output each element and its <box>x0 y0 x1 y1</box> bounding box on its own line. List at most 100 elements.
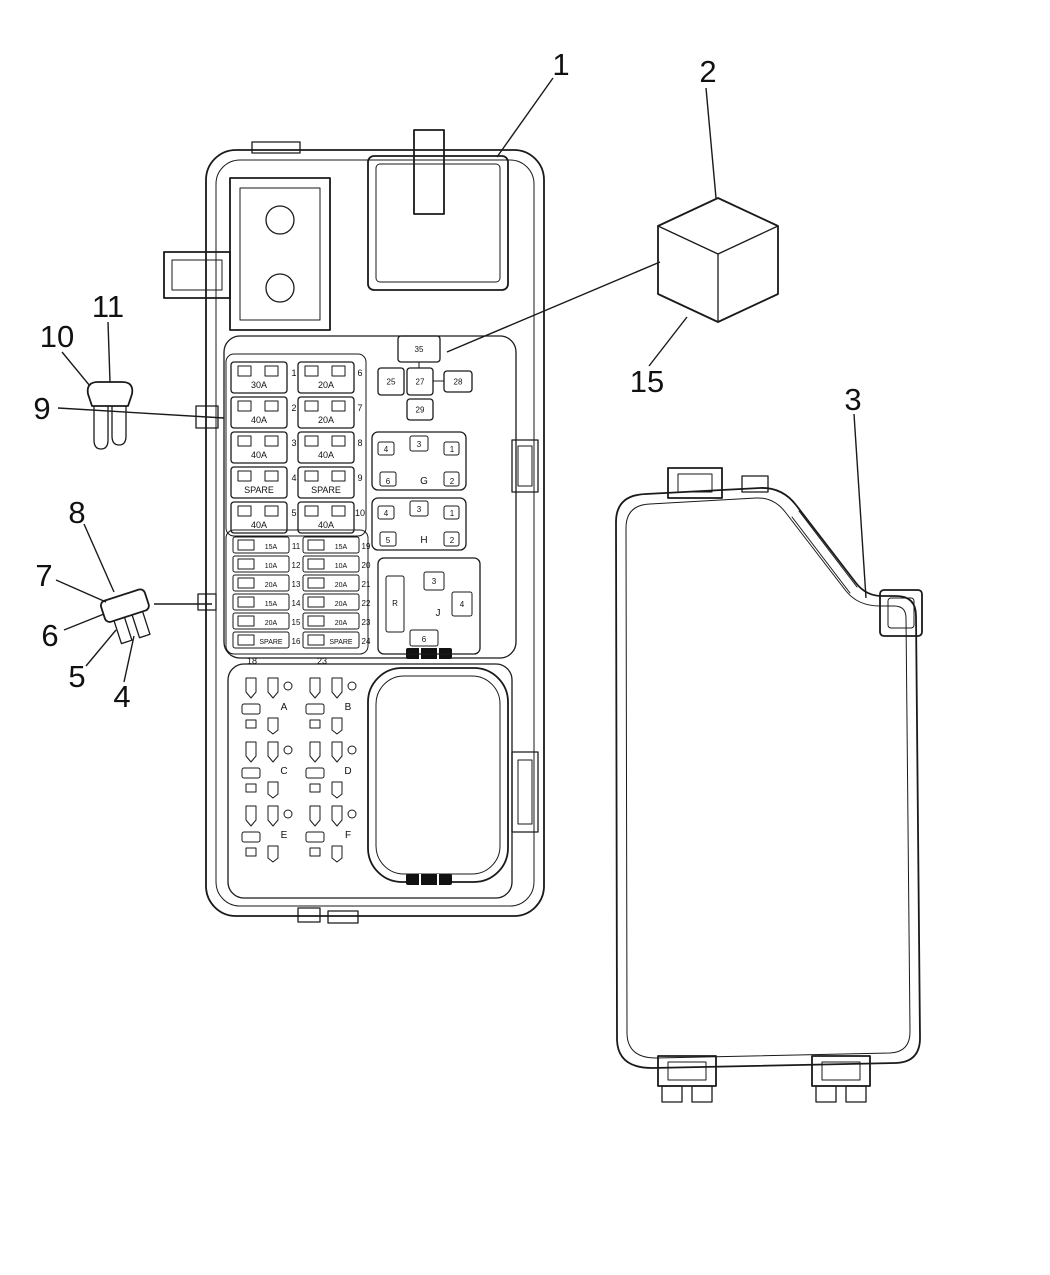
fuse-pin <box>304 435 319 447</box>
jcase-fuse <box>297 431 355 464</box>
fuse-position-label: 15 <box>292 618 301 627</box>
cover <box>615 467 923 1103</box>
fuse-box <box>163 129 545 924</box>
mini-fuse-slot <box>302 612 360 630</box>
socket-letter: F <box>345 830 351 841</box>
relay-pin <box>443 441 460 456</box>
side-connector <box>511 751 539 833</box>
mini-fuse-part <box>100 588 151 645</box>
relay-pin <box>443 505 460 520</box>
fuse-position-label: 8 <box>357 438 362 448</box>
fuse-pin <box>304 505 319 517</box>
fuse-pin <box>331 435 346 447</box>
relay-pin <box>443 531 460 547</box>
fuse-pin <box>307 539 325 551</box>
fuse-position-label: 3 <box>291 438 296 448</box>
relay-pin-label: 4 <box>460 600 465 609</box>
relay-pin-label: 3 <box>417 505 422 514</box>
relay-pin <box>379 471 397 487</box>
relay-pin <box>409 629 439 647</box>
leader-line-10 <box>61 351 91 387</box>
clip-leg <box>93 405 109 450</box>
callout-label-11: 11 <box>92 289 124 324</box>
leader-line-relay-to-box <box>446 261 661 353</box>
jcase-fuse <box>230 501 288 534</box>
fuse-pin <box>237 558 255 570</box>
jcase-fuse <box>297 361 355 394</box>
callout-label-10: 10 <box>40 319 74 354</box>
connector-hole <box>265 205 295 235</box>
relay-block <box>371 497 467 551</box>
leader-line-11 <box>107 321 111 383</box>
fuse-amp-label: 40A <box>251 520 267 530</box>
cover-hook <box>811 1055 871 1103</box>
relay-cube <box>657 197 779 323</box>
fuse-pin <box>331 365 346 377</box>
cover-top-tab-inner <box>677 473 713 493</box>
cover-top-tab-small <box>741 475 769 493</box>
callout-label-15: 15 <box>630 364 664 399</box>
fuse-amp-label: 30A <box>251 380 267 390</box>
relay-pin-label: R <box>392 599 398 608</box>
side-connector-inner <box>517 445 533 487</box>
relay-cavity-label: 27 <box>416 378 425 387</box>
fuse-position-label: 11 <box>292 542 301 551</box>
relay-block-letter: G <box>420 476 428 487</box>
relay-cavity-label: 29 <box>416 406 425 415</box>
callout-label-9: 9 <box>33 391 50 426</box>
fuse-pin <box>237 539 255 551</box>
bottom-module-inner <box>375 675 501 875</box>
relay-block <box>377 557 481 655</box>
top-connector <box>229 177 331 331</box>
left-edge-tab <box>197 593 217 611</box>
mini-fuse-slot <box>302 555 360 573</box>
jcase-area <box>225 353 367 537</box>
cover-hook <box>657 1055 717 1103</box>
socket-letter: B <box>345 702 352 713</box>
fuse-pin <box>237 577 255 589</box>
fuse-position-label: 7 <box>357 403 362 413</box>
mini-fuse-blade <box>113 616 133 645</box>
fuse-position-label: 18 <box>247 656 257 666</box>
fuse-amp-label: 40A <box>251 415 267 425</box>
hook-inner <box>821 1061 861 1081</box>
socket-letter: E <box>281 830 288 841</box>
fuse-position-label: 5 <box>291 508 296 518</box>
fuse-amp-label: SPARE <box>311 485 341 495</box>
relay-cavity-label: 35 <box>415 345 424 354</box>
leader-lines <box>55 77 867 683</box>
mid-region <box>223 335 517 659</box>
jcase-fuse <box>297 466 355 499</box>
socket-letter: C <box>280 766 287 777</box>
relay-pin-label: 6 <box>386 477 391 486</box>
relay-pin <box>377 505 395 520</box>
callout-label-3: 3 <box>844 382 861 417</box>
fuse-pin <box>264 470 279 482</box>
mini-fuse-area <box>225 529 369 655</box>
fuse-amp-label: SPARE <box>259 639 283 646</box>
relay-cavity <box>406 398 434 421</box>
retainer-clip <box>86 381 134 450</box>
fuse-pin <box>237 435 252 447</box>
leader-line-5 <box>85 629 117 667</box>
callout-label-5: 5 <box>68 659 85 694</box>
leader-line-8 <box>83 523 115 593</box>
fuse-pin <box>307 558 325 570</box>
callout-label-8: 8 <box>68 495 85 530</box>
striped-bar <box>406 874 452 885</box>
callout-label-2: 2 <box>699 54 716 89</box>
mini-fuse-slot <box>232 574 290 592</box>
fuse-pin <box>331 470 346 482</box>
top-module-inner <box>375 163 501 283</box>
relay-cavity <box>397 335 441 363</box>
top-module <box>367 155 509 291</box>
clip-cap <box>86 381 134 407</box>
relay-pin-label: 4 <box>384 445 389 454</box>
relay-pin <box>377 441 395 456</box>
fuse-pin <box>331 400 346 412</box>
fuse-amp-label: SPARE <box>244 485 274 495</box>
fuse-position-label: 6 <box>357 368 362 378</box>
fuse-amp-label: 20A <box>318 380 334 390</box>
relay-block <box>371 431 467 491</box>
